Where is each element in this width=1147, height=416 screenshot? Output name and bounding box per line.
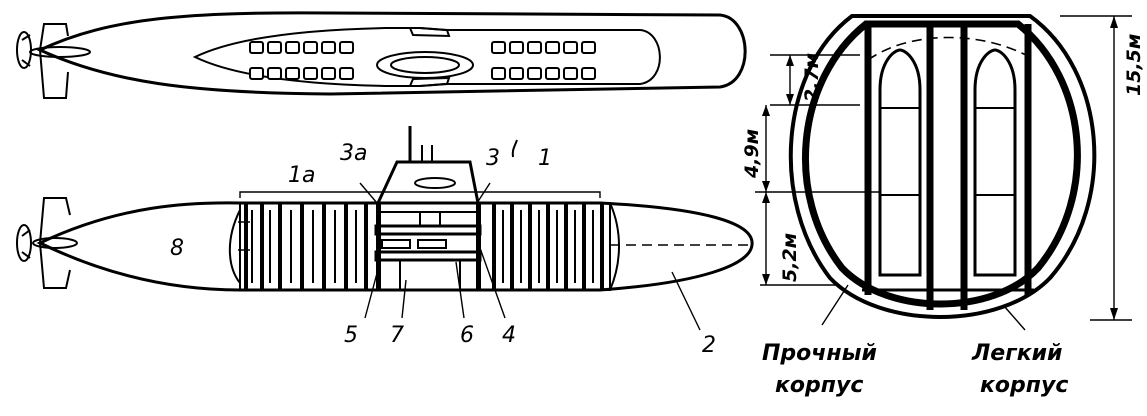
label-1a: 1а (288, 163, 315, 188)
label-1: 1 (538, 146, 552, 171)
label-5: 5 (344, 323, 358, 348)
caption-pressure-hull-line1: Прочный (762, 341, 877, 366)
dimension-2-7m: 2,7м (801, 53, 823, 102)
dimension-15-5m: 15,5м (1123, 34, 1145, 96)
label-2: 2 (702, 333, 716, 358)
label-8: 8 (170, 236, 184, 261)
side-view (16, 126, 754, 331)
cross-section (788, 14, 1097, 319)
label-6: 6 (460, 323, 474, 348)
label-3a: 3а (340, 141, 367, 166)
dimension-lines (755, 15, 1132, 331)
caption-light-hull-line1: Легкий (971, 341, 1062, 366)
label-3: 3 (486, 146, 500, 171)
dimension-4-9m: 4,9м (741, 129, 763, 179)
caption-light-hull-line2: корпус (980, 373, 1068, 398)
caption-pressure-hull-line2: корпус (775, 373, 863, 398)
label-4: 4 (502, 323, 516, 348)
label-7: 7 (390, 323, 404, 348)
dimension-5-2m: 5,2м (779, 233, 801, 282)
top-view (16, 11, 747, 99)
